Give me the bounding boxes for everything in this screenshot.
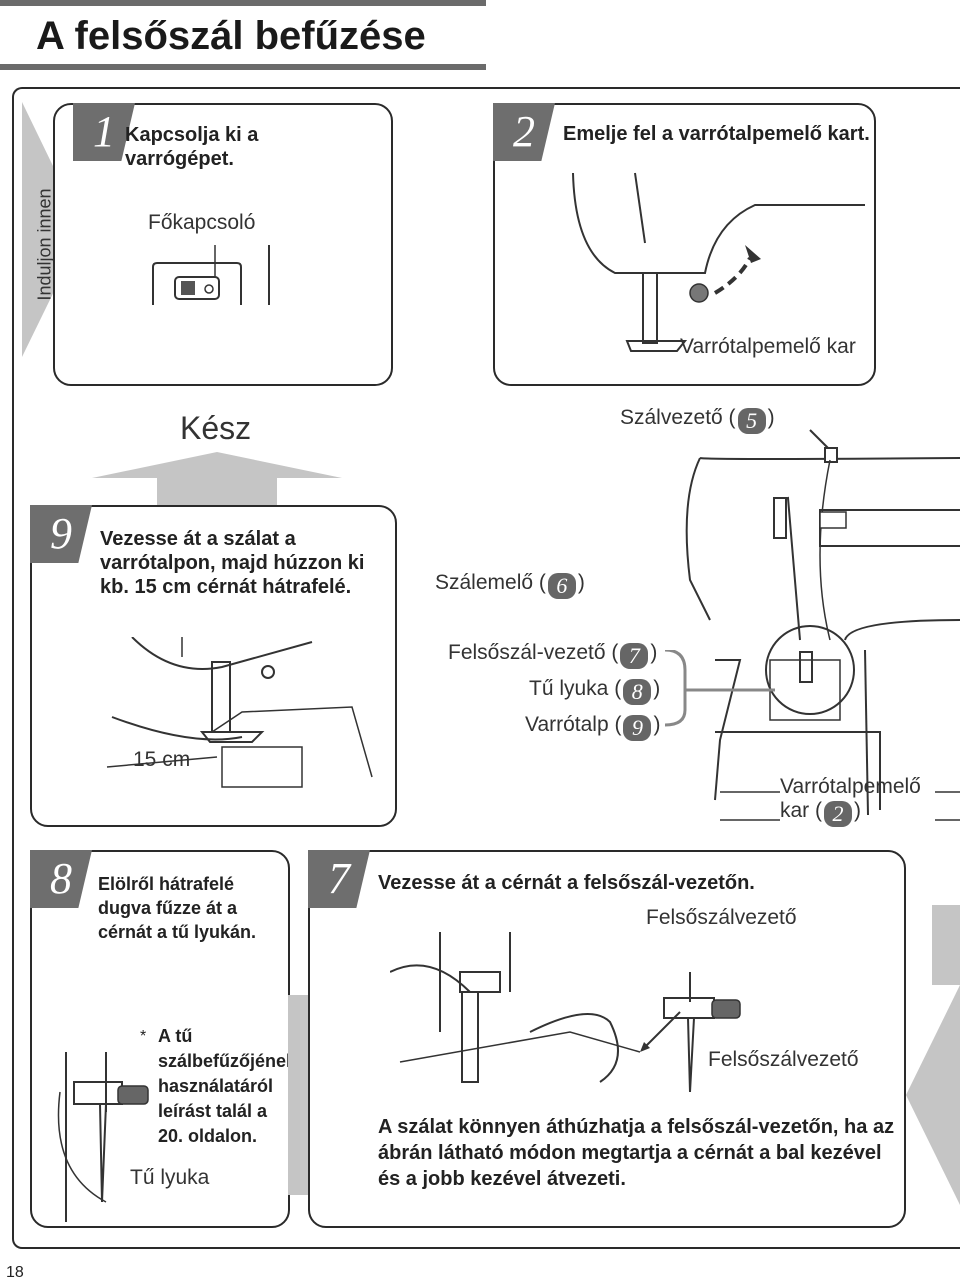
- take-up-label: Szálemelő (6): [435, 571, 585, 599]
- upper-guide-label: Felsőszál-vezető (7): [448, 641, 657, 669]
- step9-card: 9 Vezesse át a szálat a varrótalpon, maj…: [30, 505, 397, 827]
- power-switch-illustration: [145, 245, 285, 310]
- thread-guide-label: Szálvezető (5): [620, 406, 775, 434]
- title-bar-top: [0, 0, 486, 6]
- lever-label-line1: Varrótalpemelő: [780, 775, 921, 798]
- step1-label: Főkapcsoló: [148, 211, 256, 234]
- page-title: A felsőszál befűzése: [36, 14, 426, 58]
- needle-eye-close: ): [653, 677, 661, 700]
- arrow-into-step7: [906, 905, 960, 1205]
- page-number: 18: [6, 1264, 24, 1281]
- step1-number: 1: [73, 103, 135, 161]
- take-up-close: ): [577, 571, 585, 594]
- step7-bottom-text: A szálat könnyen áthúzhatja a felsőszál-…: [378, 1116, 895, 1190]
- step2-label: Varrótalpemelő kar: [680, 335, 856, 358]
- needle-eye-text: Tű lyuka (: [529, 677, 622, 700]
- step2-text: Emelje fel a varrótalpemelő kart.: [563, 123, 870, 145]
- step1-card: 1 Kapcsolja ki a varrógépet. Főkapcsoló: [53, 103, 393, 386]
- needle-eye-label: Tű lyuka (8): [529, 677, 660, 705]
- ready-arrow: [92, 452, 342, 512]
- presser-foot-close: ): [653, 713, 661, 736]
- step7-label-right: Felsőszálvezető: [708, 1048, 859, 1071]
- ready-label: Kész: [180, 410, 252, 446]
- step9-label: 15 cm: [133, 748, 191, 771]
- take-up-text: Szálemelő (: [435, 571, 546, 594]
- thread-guide-text: Szálvezető (: [620, 406, 736, 429]
- step8-card: 8 Elölről hátrafelé dugva fűzze át a cér…: [30, 850, 297, 1228]
- step7-number: 7: [308, 850, 370, 908]
- upper-guide-text: Felsőszál-vezető (: [448, 641, 619, 664]
- take-up-number: 6: [547, 573, 576, 599]
- thread-guide-close: ): [767, 406, 775, 429]
- lever-close: ): [854, 799, 861, 822]
- step8-note: A tű szálbefűzőjének használatáról leírá…: [158, 1026, 297, 1146]
- step7-card: 7 Vezesse át a cérnát a felsőszál-vezető…: [308, 850, 906, 1228]
- step8-number: 8: [30, 850, 92, 908]
- needle-eye-number: 8: [623, 679, 652, 705]
- presser-foot-text: Varrótalp (: [525, 713, 622, 736]
- step7-label-top: Felsőszálvezető: [646, 906, 797, 929]
- step8-note-star: *: [140, 1028, 147, 1045]
- presser-foot-number: 9: [623, 715, 652, 741]
- step8-label: Tű lyuka: [130, 1166, 210, 1189]
- machine-illustration: [660, 420, 960, 830]
- presser-lever-illustration: [565, 163, 865, 363]
- title-bar-bottom: [0, 64, 486, 70]
- upper-guide-number: 7: [620, 643, 649, 669]
- step9-text: Vezesse át a szálat a varrótalpon, majd …: [100, 528, 365, 598]
- upper-guide-illustration: [640, 972, 760, 1102]
- step9-number: 9: [30, 505, 92, 563]
- threading-hands-illustration: [390, 932, 640, 1102]
- outer-frame: [12, 87, 960, 1249]
- step8-text: Elölről hátrafelé dugva fűzze át a cérná…: [98, 874, 257, 942]
- lever-text: kar (: [780, 799, 822, 822]
- presser-foot-label: Varrótalp (9): [525, 713, 660, 741]
- lever-number: 2: [824, 801, 852, 827]
- thread-guide-number: 5: [737, 408, 766, 434]
- step2-number: 2: [493, 103, 555, 161]
- presser-foot-illustration: [92, 637, 392, 807]
- lever-label-line2: kar (2): [780, 799, 861, 827]
- step7-text: Vezesse át a cérnát a felsőszál-vezetőn.: [378, 872, 755, 894]
- needle-illustration: [50, 1052, 160, 1222]
- step2-card: 2 Emelje fel a varrótalpemelő kart. Varr…: [493, 103, 876, 386]
- step1-text: Kapcsolja ki a varrógépet.: [125, 124, 259, 170]
- upper-guide-close: ): [650, 641, 658, 664]
- label-bracket: [665, 650, 785, 730]
- arrow-step7-to-8: [288, 995, 310, 1195]
